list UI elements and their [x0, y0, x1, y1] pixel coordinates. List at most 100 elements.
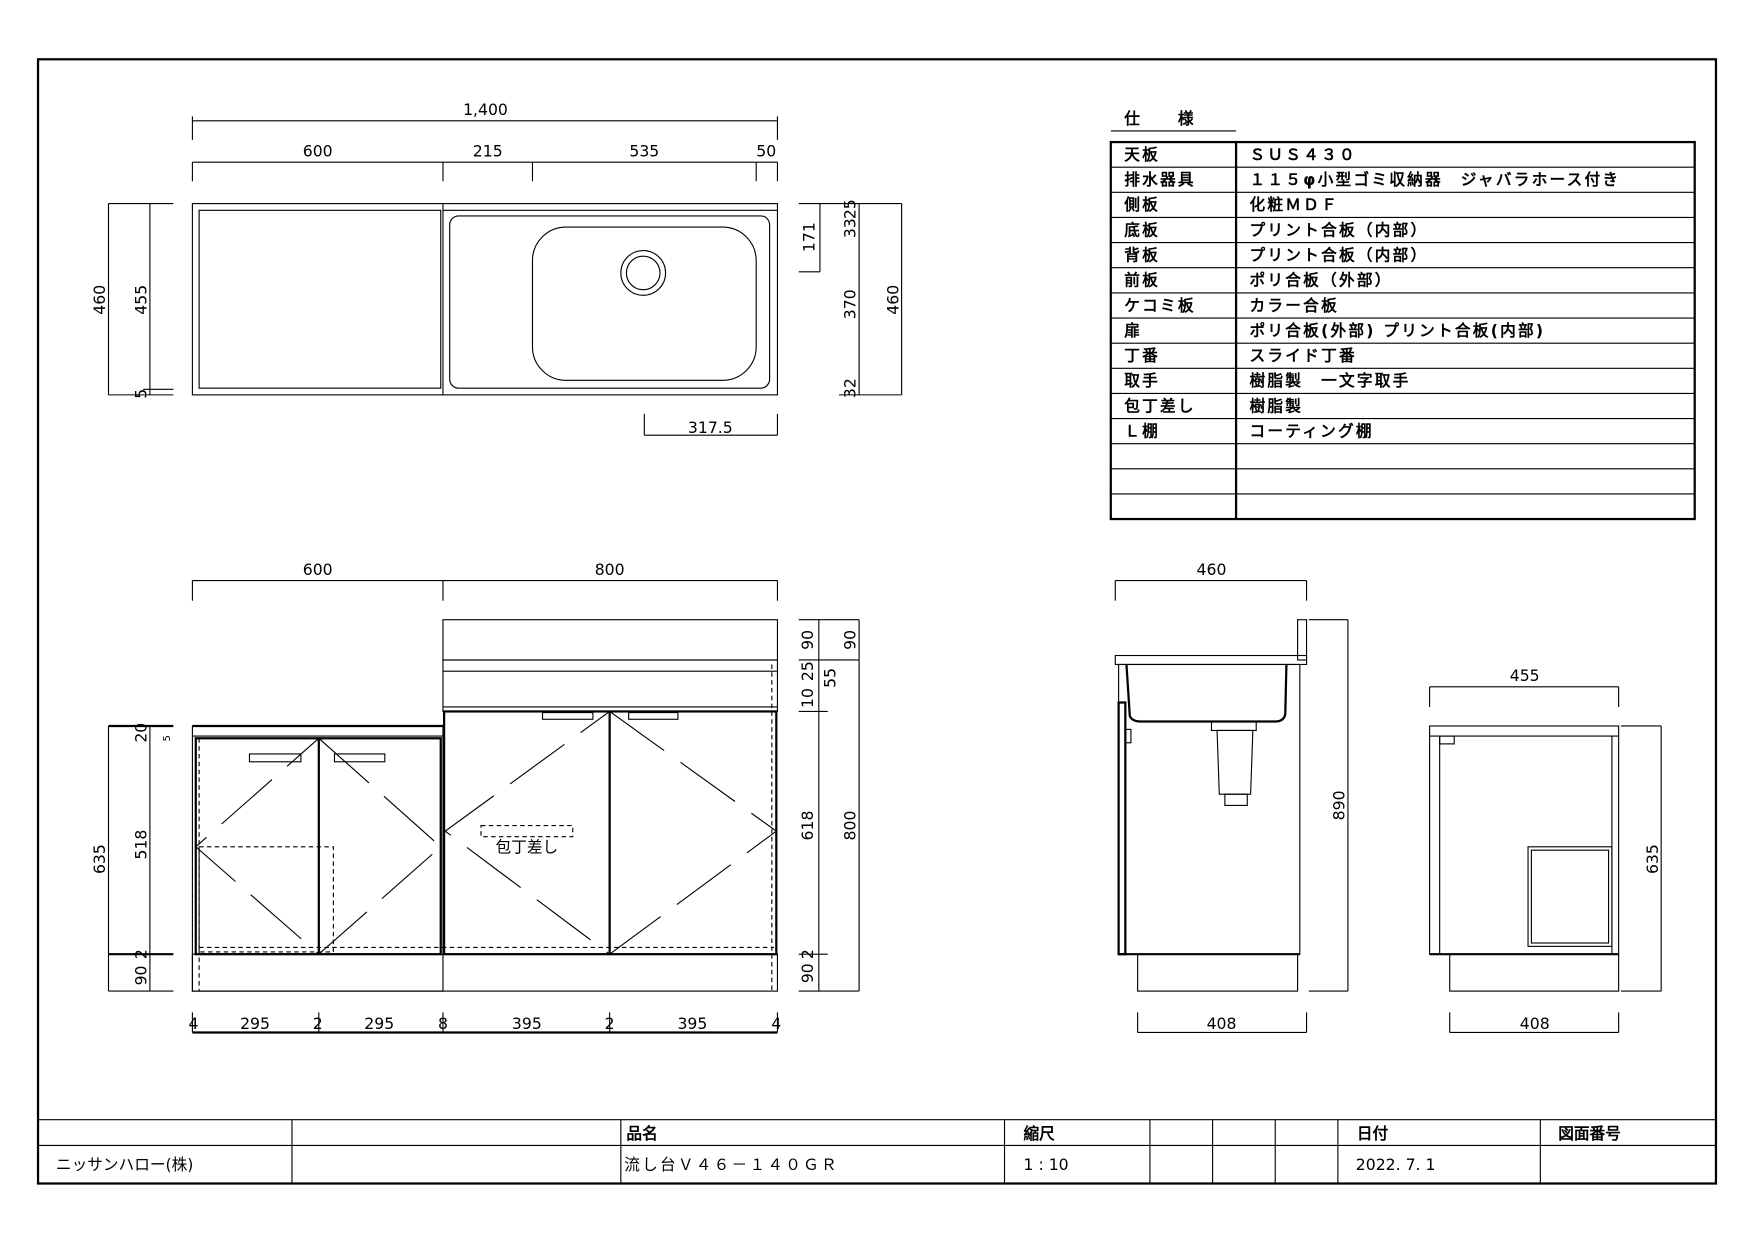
dimension-label: 90 — [798, 963, 817, 983]
spec-value: スライド丁番 — [1250, 346, 1357, 365]
dimension-label: 460 — [883, 285, 902, 315]
spec-value: ポリ合板(外部) プリント合板(内部) — [1250, 321, 1546, 340]
drawing-scale: 1 : 10 — [1024, 1155, 1069, 1174]
sink-bowl — [531, 226, 757, 381]
drain-trap — [1216, 729, 1254, 795]
dimension-label: 455 — [1510, 666, 1540, 685]
spec-label: 取手 — [1124, 371, 1160, 390]
spec-value: コーティング棚 — [1250, 421, 1374, 440]
backsplash — [442, 619, 779, 661]
dimension-label: 90 — [798, 630, 817, 650]
spec-value: プリント合板（内部） — [1250, 220, 1429, 239]
dimension-label: 10 — [798, 688, 817, 708]
dimension-label: 25 — [798, 661, 817, 681]
dimension-label: 215 — [473, 142, 503, 161]
dim-bottom: 8 — [438, 1014, 448, 1033]
countertop — [1114, 654, 1308, 666]
dimension-label: 5 — [132, 389, 151, 399]
sink-frame — [449, 215, 771, 389]
dimension-label: 890 — [1330, 790, 1349, 820]
spec-label: 前板 — [1124, 271, 1160, 290]
spec-label: 排水器具 — [1124, 170, 1196, 189]
dimension-label: 2 — [798, 949, 817, 959]
header-date: 日付 — [1357, 1124, 1389, 1143]
dimension-label: 408 — [1207, 1014, 1237, 1033]
handle-icon — [248, 753, 302, 763]
dimension-label: 518 — [132, 830, 151, 860]
spec-value: 化粧ＭＤＦ — [1250, 195, 1339, 214]
spec-label: 包丁差し — [1124, 396, 1196, 415]
door-edge — [1117, 701, 1127, 956]
l-shelf — [1527, 846, 1613, 947]
l-shelf — [198, 846, 334, 953]
drain-icon — [620, 250, 667, 296]
handle-icon — [541, 712, 594, 720]
dimension-label: 2 — [132, 949, 151, 959]
dimension-label: 635 — [1643, 844, 1662, 874]
spec-title: 仕 様 — [1123, 109, 1196, 128]
spec-value: 樹脂製 一文字取手 — [1250, 371, 1411, 390]
dimension-label: 50 — [756, 142, 776, 161]
spec-label: ケコミ板 — [1124, 296, 1196, 315]
dimension-label: 20 — [132, 723, 151, 743]
dimension-label: 408 — [1520, 1014, 1550, 1033]
sink-bowl — [1125, 664, 1288, 723]
drawing-date: 2022. 7. 1 — [1356, 1155, 1436, 1174]
company-name: ニッサンハロー(株) — [56, 1155, 193, 1174]
sheet-frame — [36, 58, 1718, 1185]
dimension-label: 317.5 — [688, 418, 733, 437]
dimension-label: 800 — [841, 811, 860, 841]
dimension-label: 90 — [132, 965, 151, 985]
dimension-label: 370 — [841, 289, 860, 319]
plan-view: 1,400 600 215 535 50 460 455 5 171 33 25… — [90, 100, 902, 437]
dimension-label: 90 — [841, 630, 860, 650]
dim-bottom: 2 — [605, 1014, 615, 1033]
product-name: 流し台Ｖ４６－１４０ＧＲ — [624, 1155, 839, 1174]
dimension-label: 460 — [90, 285, 109, 315]
spec-value: １１５φ小型ゴミ収納器 ジャバラホース付き — [1250, 170, 1621, 189]
spec-label: 丁番 — [1124, 346, 1160, 365]
knife-holder — [480, 824, 574, 838]
dimension-label: 618 — [798, 811, 817, 841]
dim-bottom: 295 — [240, 1014, 270, 1033]
dimension-label: 171 — [799, 222, 818, 252]
toe-kick — [191, 953, 779, 992]
dimension-label: 600 — [303, 560, 333, 579]
spec-label: 底板 — [1124, 220, 1160, 239]
handle-icon — [333, 753, 386, 763]
dimension-label: 33 — [841, 218, 860, 238]
handle-icon — [628, 712, 679, 720]
spec-label: 扉 — [1124, 321, 1142, 340]
spec-label: 天板 — [1124, 145, 1160, 164]
dimension-label: 600 — [303, 142, 333, 161]
spec-value: プリント合板（内部） — [1250, 246, 1429, 265]
header-scale: 縮尺 — [1024, 1124, 1056, 1143]
spec-value: カラー合板 — [1250, 296, 1339, 315]
dimension-label: 635 — [90, 844, 109, 874]
spec-label: 側板 — [1123, 195, 1160, 214]
side-view-sink: 460 890 408 — [1114, 560, 1349, 1033]
spec-label: 背板 — [1124, 246, 1160, 265]
header-name: 品名 — [626, 1124, 657, 1143]
dimension-label: 32 — [841, 378, 860, 398]
dimension-label: 5 — [162, 735, 173, 741]
spec-value: ポリ合板（外部） — [1250, 271, 1393, 290]
dimension-label: 800 — [595, 560, 625, 579]
dimension-label: 25 — [841, 199, 860, 219]
side-view-drainboard: 455 635 408 — [1429, 666, 1662, 1033]
knife-holder-label: 包丁差し — [496, 837, 559, 856]
dimension-label: 455 — [132, 285, 151, 315]
dim-bottom: 295 — [364, 1014, 394, 1033]
dim-bottom: 4 — [189, 1014, 199, 1033]
header-number: 図面番号 — [1558, 1124, 1621, 1143]
spec-label: Ｌ棚 — [1124, 421, 1160, 440]
dim-overall-width: 1,400 — [463, 100, 508, 119]
title-block: 品名 縮尺 日付 図面番号 ニッサンハロー(株) 流し台Ｖ４６－１４０ＧＲ 1 … — [38, 1119, 1716, 1184]
dim-bottom: 4 — [771, 1014, 781, 1033]
dimension-label: 460 — [1197, 560, 1227, 579]
spec-value: ＳＵＳ４３０ — [1250, 145, 1357, 164]
front-view: 600 800 包丁差し 635 518 20 5 90 — [90, 560, 860, 1034]
dim-bottom: 2 — [313, 1014, 323, 1033]
